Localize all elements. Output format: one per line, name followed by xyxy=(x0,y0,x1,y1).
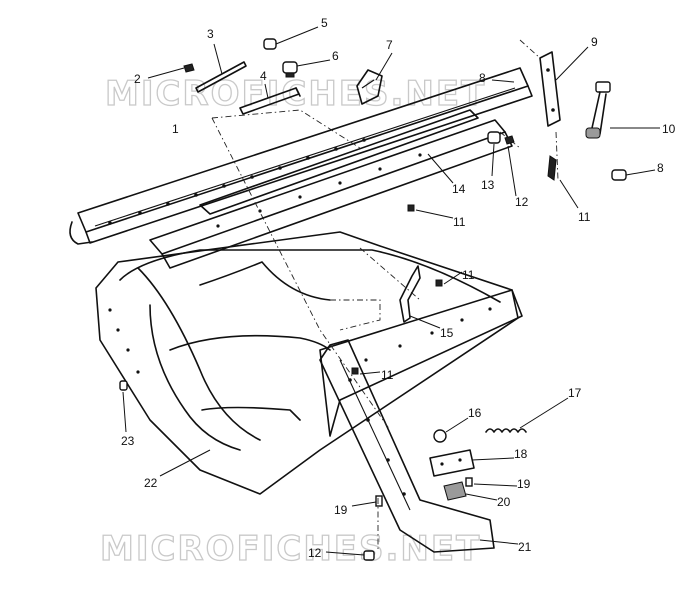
part-13-grommet xyxy=(487,131,501,144)
callout-17: 17 xyxy=(568,386,582,400)
watermark-bottom: MICROFICHES.NET xyxy=(100,529,481,569)
callout-22: 22 xyxy=(144,476,158,490)
callout-20: 20 xyxy=(497,495,511,509)
part-18-hinge-plate xyxy=(429,449,475,477)
callout-12-top: 12 xyxy=(515,195,529,209)
callout-2: 2 xyxy=(134,72,141,86)
part-11-screws xyxy=(351,155,557,375)
callout-11-channel: 11 xyxy=(453,215,466,229)
callout-19-right: 19 xyxy=(517,477,531,491)
part-2-plug xyxy=(183,63,195,73)
part-23-screw xyxy=(119,380,128,391)
part-15-wire-bracket xyxy=(399,265,421,323)
part-17-spring xyxy=(485,428,527,433)
callout-18: 18 xyxy=(514,447,528,461)
watermark-top: MICROFICHES.NET xyxy=(105,74,486,114)
part-6-grommet xyxy=(282,61,298,78)
callout-11-strut: 11 xyxy=(578,210,591,224)
part-9-strut xyxy=(539,51,561,127)
part-3-trim-blade xyxy=(195,61,247,93)
part-side-flange xyxy=(319,289,523,437)
part-12-nut-bottom xyxy=(363,550,375,561)
callout-9: 9 xyxy=(591,35,598,49)
callout-13: 13 xyxy=(481,178,495,192)
callout-19-left: 19 xyxy=(334,503,348,517)
callout-11-bracket: 11 xyxy=(462,268,475,282)
part-4-strip xyxy=(239,87,301,115)
callout-10: 10 xyxy=(662,122,676,136)
callout-6: 6 xyxy=(332,49,339,63)
callout-8-top: 8 xyxy=(479,71,486,85)
part-22-nose-pan xyxy=(95,231,519,495)
part-5-nut xyxy=(263,38,277,50)
callout-12-bottom: 12 xyxy=(308,546,322,560)
callout-4: 4 xyxy=(260,69,267,83)
callout-1: 1 xyxy=(172,122,179,136)
callout-14: 14 xyxy=(452,182,466,196)
part-16-cap xyxy=(433,429,447,443)
part-20-clip xyxy=(443,481,467,501)
part-21-skid-arm xyxy=(319,339,495,553)
callout-8-right: 8 xyxy=(657,161,664,175)
callout-21: 21 xyxy=(518,540,532,554)
callout-7: 7 xyxy=(386,38,393,52)
part-8-cap xyxy=(611,169,627,181)
assembly-center-lines xyxy=(211,39,559,550)
callout-3: 3 xyxy=(207,27,214,41)
callout-16: 16 xyxy=(468,406,482,420)
part-1-bumper-bar xyxy=(69,67,533,245)
leader-lines xyxy=(122,26,660,556)
callout-11-arm: 11 xyxy=(381,368,394,382)
part-12-screw-top xyxy=(504,135,515,145)
part-7-bracket xyxy=(356,69,383,105)
callout-labels: 1 2 3 4 5 6 7 8 9 10 8 11 12 13 14 11 11… xyxy=(121,16,676,560)
callout-5: 5 xyxy=(321,16,328,30)
part-10-bolt-spacer xyxy=(585,81,611,139)
part-19-bolts xyxy=(375,477,473,507)
callout-15: 15 xyxy=(440,326,454,340)
callout-23: 23 xyxy=(121,434,135,448)
